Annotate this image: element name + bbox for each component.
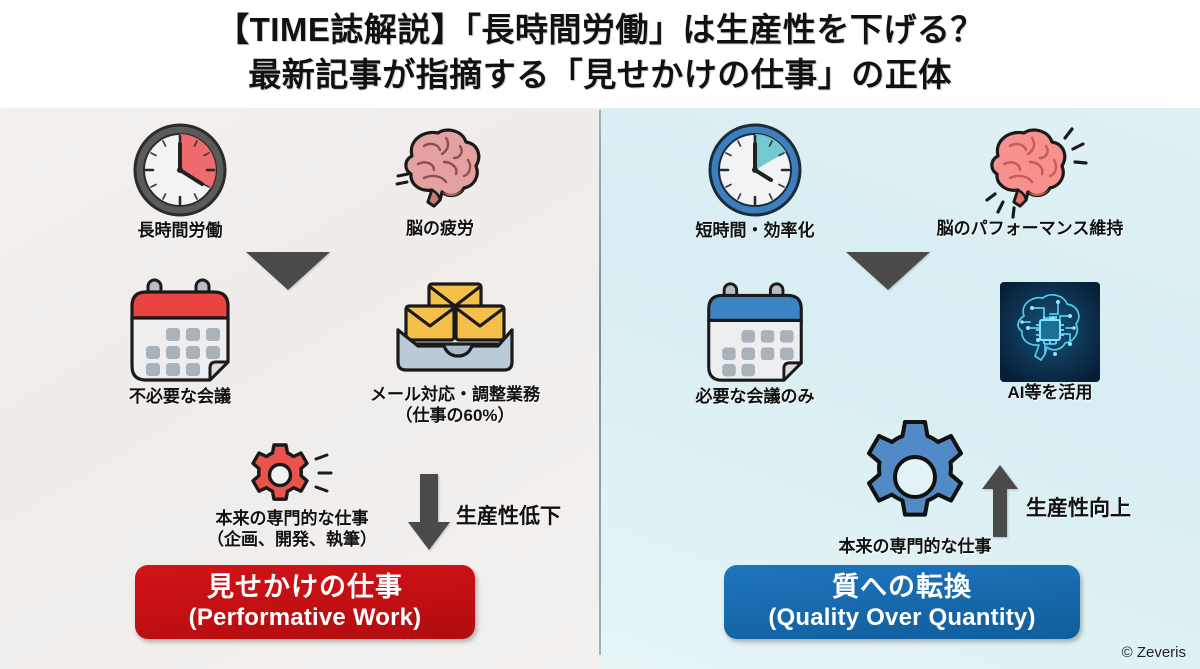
node-brain-fatigue: 脳の疲労: [355, 122, 525, 239]
inbox-mail-icon: [396, 282, 514, 372]
flow-arrow-down-left: [246, 252, 330, 290]
clock-icon: [133, 123, 227, 217]
ai-chip-icon-wrap: [955, 282, 1145, 382]
title-line-1: 【TIME誌解説】「長時間労働」は生産性を下げる？: [216, 11, 984, 48]
ai-chip-icon: [1000, 282, 1100, 382]
node-sublabel: （企画、開発、執筆）: [207, 530, 377, 550]
title-background: [0, 0, 1200, 108]
clock-icon-wrap: [100, 120, 260, 220]
clock-blue-icon: [708, 123, 802, 217]
gear-blue-large-icon-wrap: [800, 418, 1030, 536]
node-label: 必要な会議のみ: [695, 387, 815, 406]
calendar-red-icon-wrap: [90, 276, 270, 386]
node-label: 本来の専門的な仕事: [215, 509, 369, 528]
title-line-2: 最新記事が指摘する「見せかけの仕事」の正体: [248, 55, 952, 93]
node-label: 本来の専門的な仕事: [838, 537, 992, 556]
node-core-work-right: 本来の専門的な仕事: [800, 418, 1030, 557]
gear-red-small-icon-wrap: [192, 442, 392, 508]
brain-tired-icon: [395, 128, 481, 208]
banner-quality-over-quantity[interactable]: 質への転換 (Quality Over Quantity): [724, 565, 1080, 639]
node-label: メール対応・調整業務: [370, 385, 540, 404]
node-label: 不必要な会議: [129, 387, 231, 406]
calendar-blue-icon: [707, 282, 803, 382]
flow-arrow-down-right: [846, 252, 930, 290]
calendar-blue-icon-wrap: [660, 280, 850, 386]
node-email-work: メール対応・調整業務 （仕事の60%）: [340, 280, 570, 427]
productivity-up-label: 生産性向上: [1026, 497, 1131, 520]
brain-tired-icon-wrap: [355, 122, 525, 218]
productivity-down-arrow: [408, 474, 450, 550]
copyright-credit: © Zeveris: [1121, 644, 1186, 661]
node-label: 脳のパフォーマンス維持: [936, 219, 1124, 238]
calendar-red-icon: [130, 278, 230, 382]
node-long-hours: 長時間労働: [100, 120, 260, 241]
clock-blue-icon-wrap: [675, 120, 835, 220]
gear-blue-large-icon: [867, 420, 963, 517]
node-sublabel: （仕事の60%）: [395, 406, 515, 426]
banner-title-jp: 質への転換: [832, 572, 972, 603]
node-label: 短時間・効率化: [695, 221, 815, 240]
node-brain-performance: 脳のパフォーマンス維持: [900, 118, 1160, 239]
productivity-down-label: 生産性低下: [456, 505, 561, 528]
panel-divider: [599, 110, 601, 655]
node-label: AI等を活用: [1007, 383, 1093, 402]
node-short-efficient: 短時間・効率化: [675, 120, 835, 241]
inbox-mail-icon-wrap: [340, 280, 570, 384]
node-core-work-left: 本来の専門的な仕事 （企画、開発、執筆）: [192, 442, 392, 551]
node-label: 脳の疲労: [406, 219, 474, 238]
node-needed-meetings: 必要な会議のみ: [660, 280, 850, 407]
banner-title-jp: 見せかけの仕事: [207, 572, 403, 603]
page-title: 【TIME誌解説】「長時間労働」は生産性を下げる？ 最新記事が指摘する「見せかけ…: [0, 8, 1200, 97]
banner-title-en: (Performative Work): [188, 603, 422, 631]
brain-active-icon: [985, 127, 1088, 219]
productivity-up-arrow: [982, 465, 1018, 537]
node-label: 長時間労働: [137, 221, 223, 240]
brain-active-icon-wrap: [900, 118, 1160, 219]
gear-red-small-icon: [251, 443, 333, 501]
node-useless-meetings: 不必要な会議: [90, 276, 270, 407]
banner-title-en: (Quality Over Quantity): [768, 603, 1036, 631]
banner-performative-work[interactable]: 見せかけの仕事 (Performative Work): [135, 565, 475, 639]
node-use-ai: AI等を活用: [955, 282, 1145, 403]
